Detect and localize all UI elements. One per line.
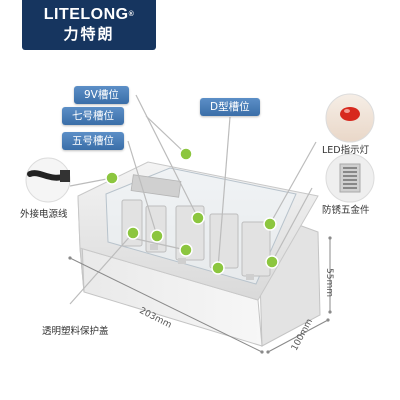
label-power-cable: 外接电源线 [20,209,68,220]
dimension-ticks [68,236,332,354]
dot-d [211,261,225,275]
dot-cover-2 [179,243,193,257]
led-zoom [325,93,375,143]
brand-logo: LITELONG® 力特朗 [22,0,156,50]
hardware-zoom [325,153,375,203]
dimension-lines [69,238,331,353]
brand-name-en: LITELONG® [43,6,135,23]
label-cover: 透明塑料保护盖 [42,326,109,337]
dot-c [179,147,193,161]
callout-dots [105,147,279,275]
callout-c-slot: 七号槽位 [62,107,124,125]
dot-9v [191,211,205,225]
callout-d-slot: D型槽位 [200,98,260,116]
dot-cable [105,171,119,185]
dot-led [263,217,277,231]
cable-zoom [25,157,71,203]
callout-9v-slot: 9V槽位 [74,86,129,104]
label-hardware: 防锈五金件 [322,205,370,216]
dot-aa [150,229,164,243]
leader-lines [69,94,317,305]
dot-hardware [265,255,279,269]
label-led: LED指示灯 [322,145,370,156]
dimension-height: 55mm [324,268,334,297]
dot-cover [126,226,140,240]
brand-name-zh: 力特朗 [63,25,115,43]
callout-aa-slot: 五号槽位 [62,132,124,150]
